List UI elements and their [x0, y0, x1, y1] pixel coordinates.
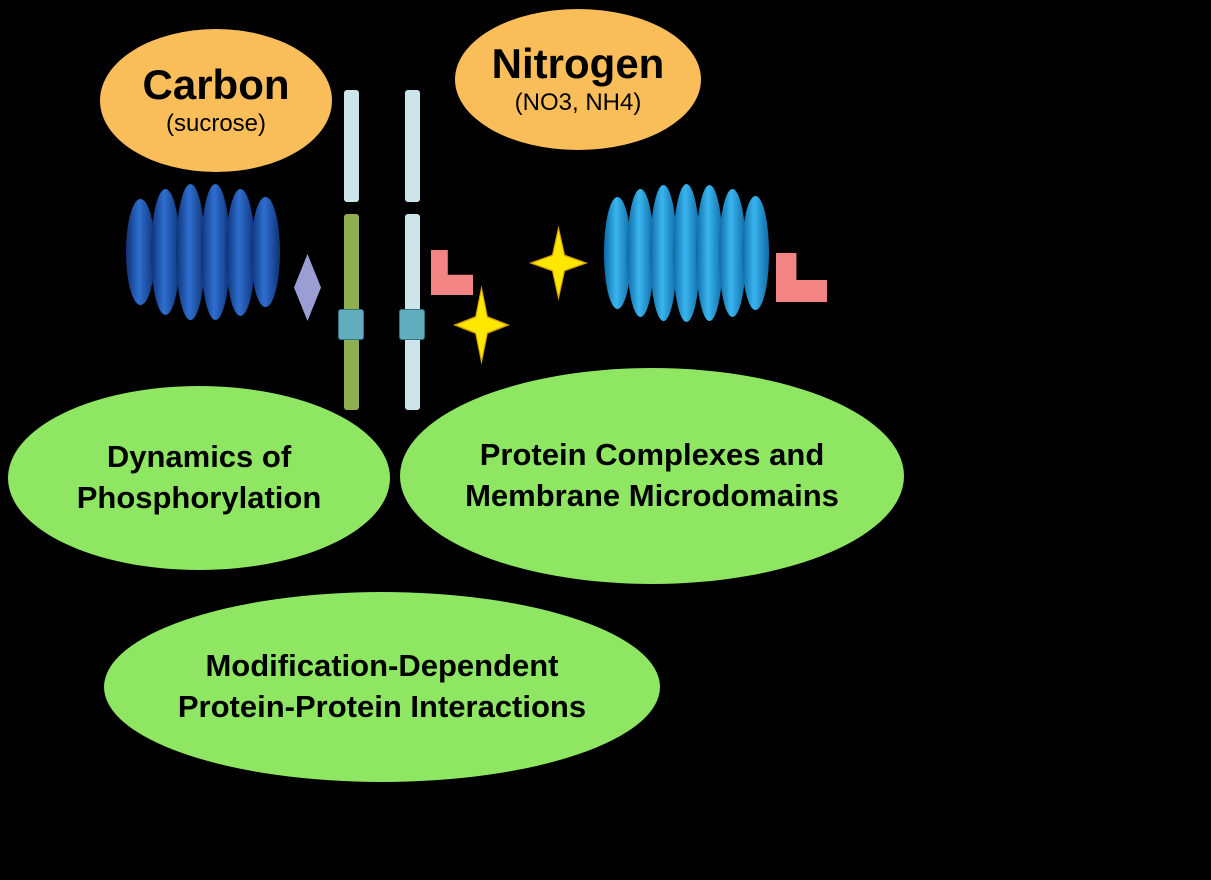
helix-icon: [673, 184, 700, 322]
transporter-domain-square-right-icon: [399, 309, 425, 340]
star-icon-lower: [453, 285, 510, 365]
theme-label-protein-complexes: Protein Complexes and Membrane Microdoma…: [465, 437, 839, 513]
helix-icon: [226, 188, 255, 316]
diamond-icon: [294, 254, 321, 321]
theme-ellipse-protein-complexes: Protein Complexes and Membrane Microdoma…: [400, 368, 904, 584]
star-icon-upper: [528, 225, 589, 301]
theme-ellipse-phosphorylation: Dynamics of Phosphorylation: [8, 386, 390, 570]
helix-icon: [176, 184, 205, 320]
helix-icon: [742, 196, 769, 310]
l-shape-icon-right: [776, 253, 827, 302]
theme-ellipse-modification-dependent-ppi: Modification-Dependent Protein-Protein I…: [104, 592, 660, 782]
transporter-bar-right-top: [405, 90, 420, 202]
theme-label-modification-dependent-ppi: Modification-Dependent Protein-Protein I…: [177, 648, 587, 724]
transporter-domain-square-left-icon: [338, 309, 364, 340]
nitrogen-label: Nitrogen: [491, 39, 665, 87]
carbon-label: Carbon: [142, 60, 290, 108]
carbon-source-ellipse: Carbon (sucrose): [100, 29, 332, 172]
nitrogen-source-ellipse: Nitrogen (NO3, NH4): [455, 9, 701, 150]
carbon-sublabel: (sucrose): [165, 110, 267, 138]
helix-icon: [126, 199, 155, 305]
helix-icon: [151, 189, 180, 315]
helix-icon: [604, 197, 631, 309]
helix-icon: [719, 189, 746, 317]
helix-icon: [696, 185, 723, 321]
helix-icon: [201, 184, 230, 320]
transporter-bar-left-top: [344, 90, 359, 202]
helix-icon: [627, 189, 654, 317]
helix-bundle-cyan-icon: [604, 183, 769, 323]
helix-bundle-dark-icon: [126, 183, 280, 321]
theme-label-phosphorylation: Dynamics of Phosphorylation: [76, 439, 322, 515]
nitrogen-sublabel: (NO3, NH4): [514, 89, 642, 117]
helix-icon: [650, 185, 677, 321]
helix-icon: [251, 197, 280, 307]
